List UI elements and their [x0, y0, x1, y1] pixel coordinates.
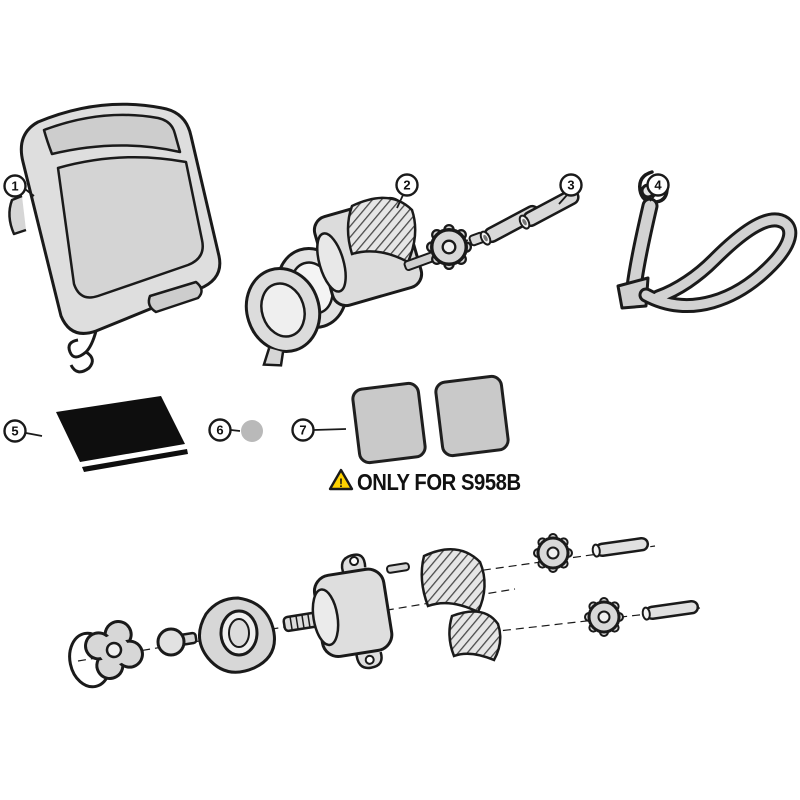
jaw-plates-drawing [420, 548, 502, 662]
clamp-cradle-hatched [346, 196, 417, 264]
adhesive-disc-drawing [241, 420, 263, 442]
foam-pads-drawing [351, 374, 510, 465]
warning-text: ONLY FOR S958B [357, 469, 521, 496]
callout-1: 1 [3, 174, 27, 198]
locking-nut-drawing [198, 596, 276, 674]
mount-assembly-drawing [68, 532, 701, 689]
callout-2: 2 [395, 173, 419, 197]
screen-protector-drawing [56, 396, 188, 472]
adjuster-knob-bottom-drawing [583, 596, 625, 638]
pin-top-drawing [590, 536, 650, 559]
clover-knob-drawing [84, 620, 144, 680]
adjuster-knob-top-drawing [532, 532, 574, 574]
callout-3-label: 3 [567, 178, 574, 193]
callout-2-label: 2 [403, 178, 410, 193]
callout-5: 5 [3, 419, 27, 443]
safety-strap-drawing [616, 170, 798, 314]
callout-4: 4 [646, 173, 670, 197]
handlebar-clamp-drawing [244, 196, 486, 367]
callout-6-label: 6 [216, 423, 223, 438]
callout-6: 6 [208, 418, 232, 442]
phone-case-drawing [8, 102, 222, 374]
clamp-knob-drawing [425, 223, 473, 271]
callout-7-label: 7 [299, 423, 306, 438]
warning-triangle-icon: ! [328, 468, 354, 491]
callout-3: 3 [559, 173, 583, 197]
spacer-tubes-drawing [479, 188, 580, 246]
warning-note: ! ONLY FOR S958B [328, 468, 521, 496]
callout-7: 7 [291, 418, 315, 442]
pin-bottom-drawing [640, 599, 700, 622]
clamp-body-drawing [282, 553, 410, 670]
svg-text:!: ! [339, 476, 343, 490]
ball-stud-drawing [156, 627, 198, 657]
callout-1-label: 1 [11, 179, 18, 194]
callout-5-label: 5 [11, 424, 18, 439]
callout-4-label: 4 [654, 178, 662, 193]
